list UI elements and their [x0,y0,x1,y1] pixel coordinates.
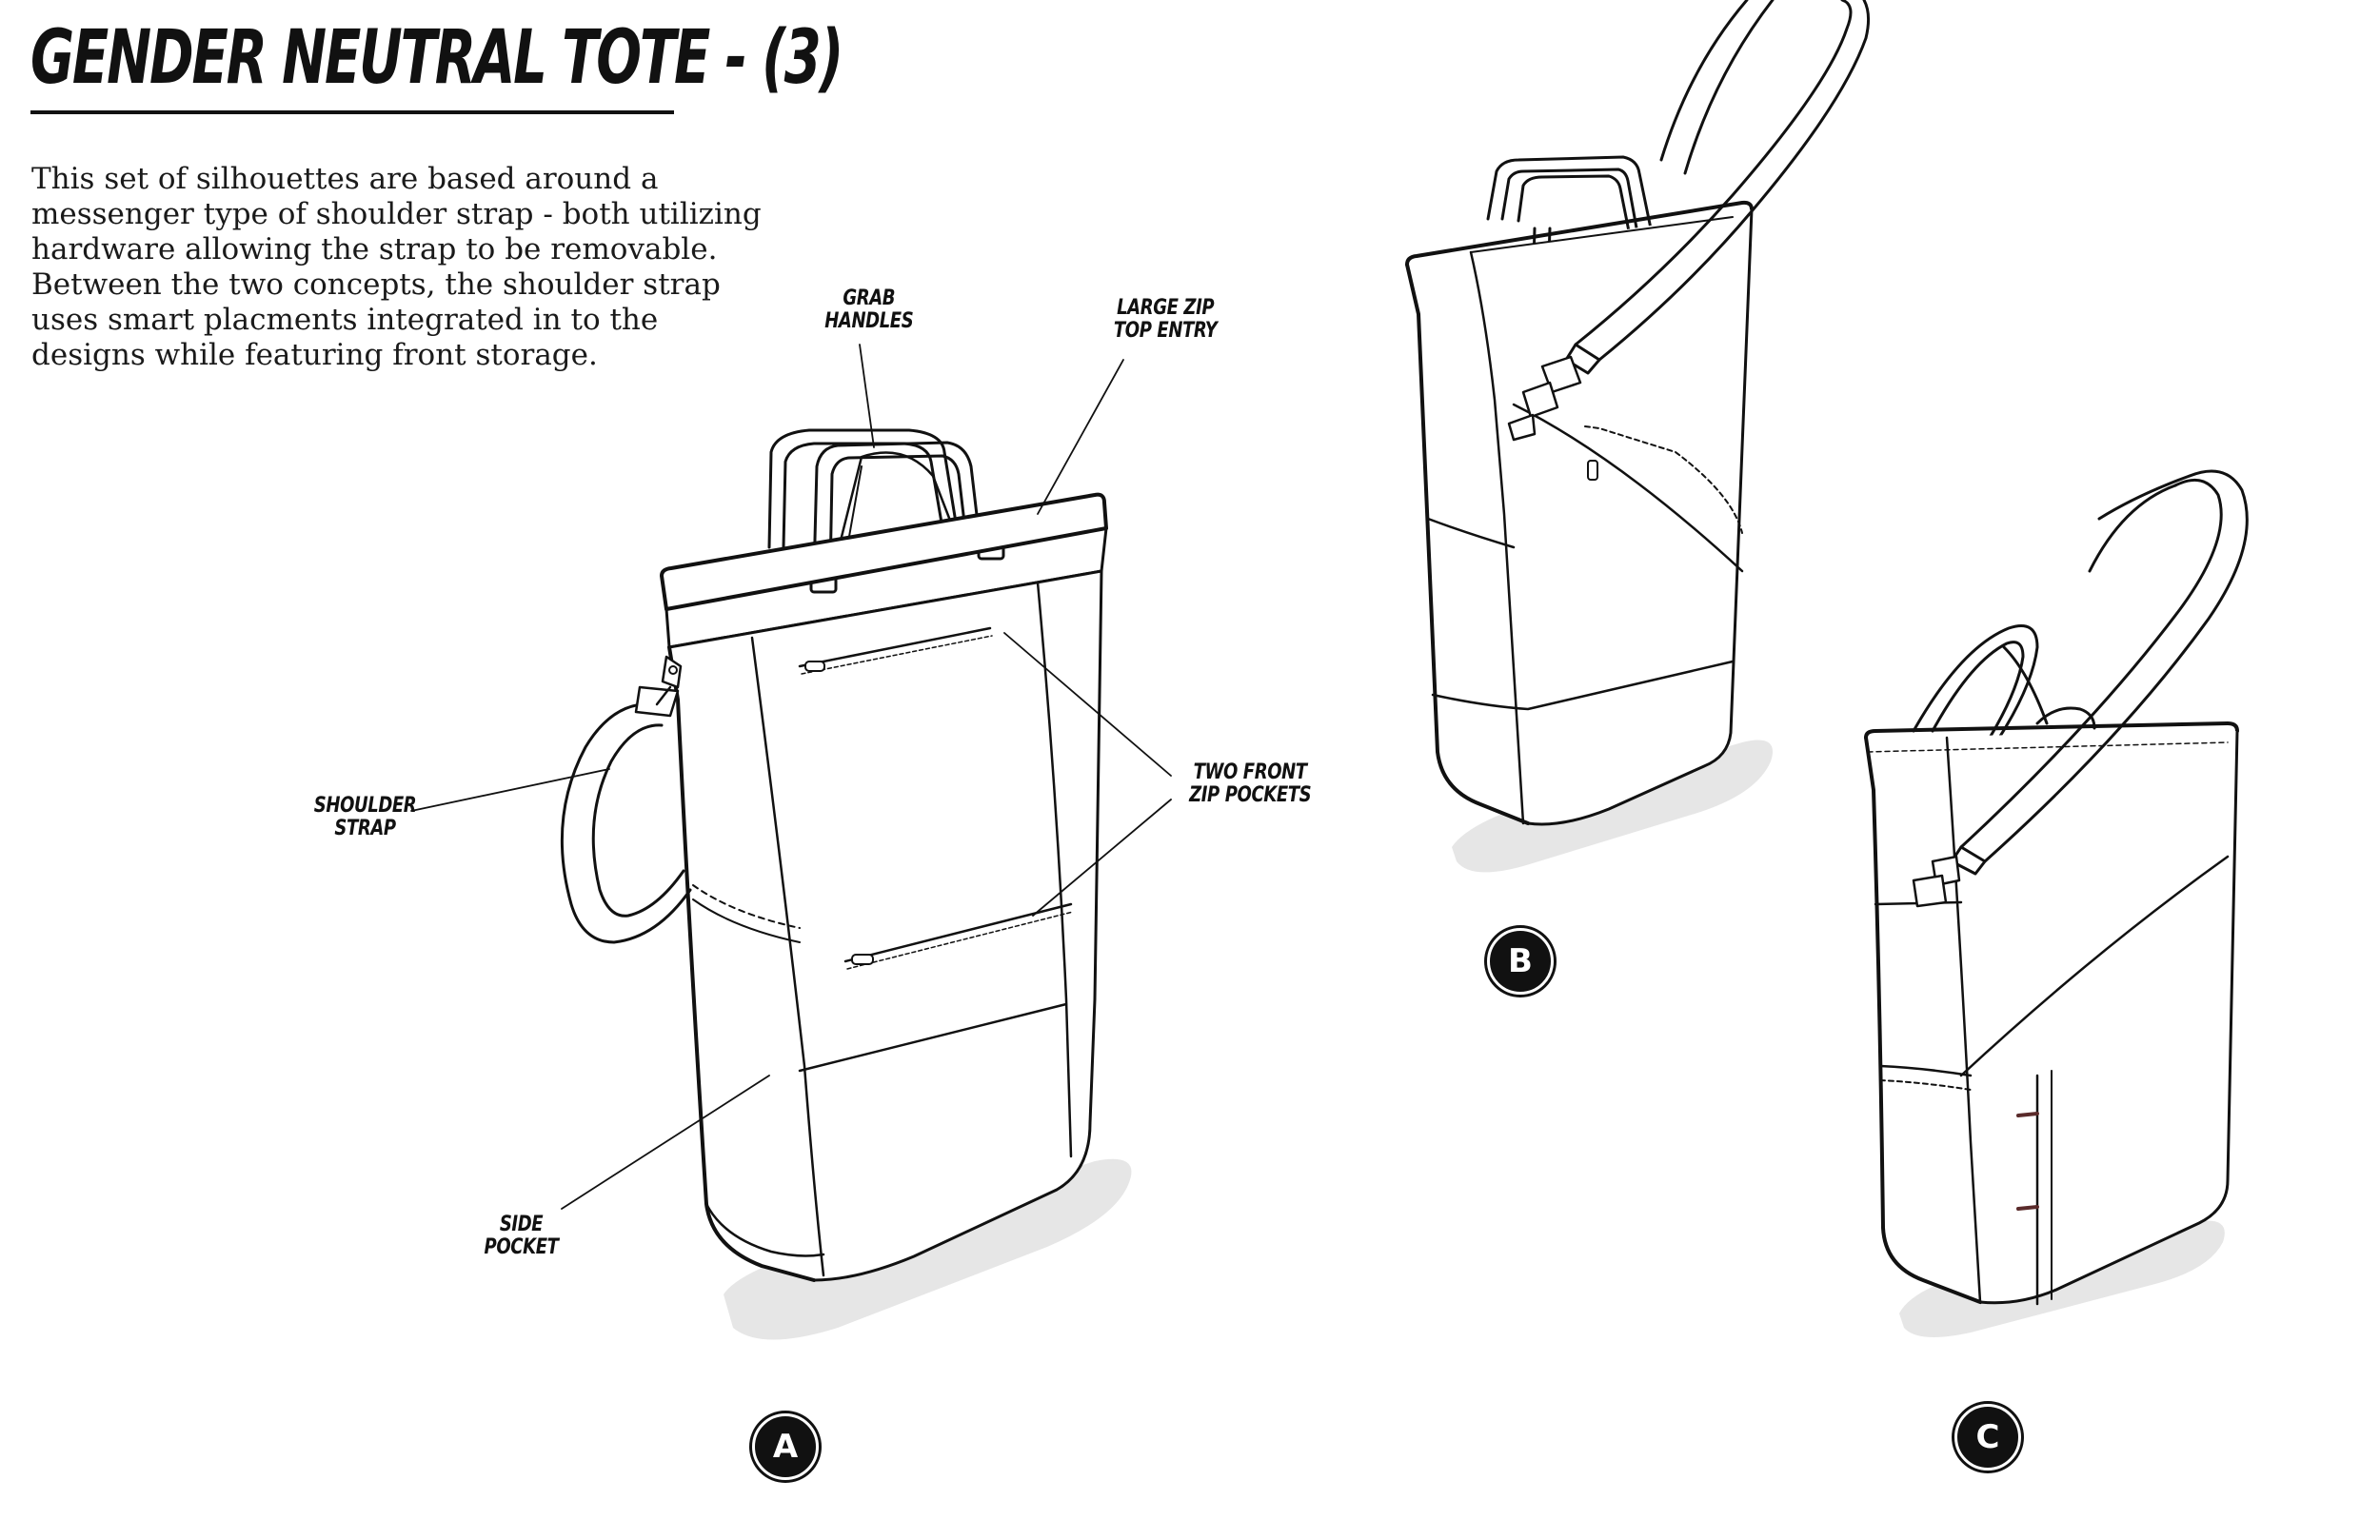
title-underline [30,110,674,114]
callout-line: ZIP POCKETS [1189,783,1312,807]
tote-c-shoulder-strap [1959,478,2223,849]
intro-line: Between the two concepts, the shoulder s… [31,267,721,302]
tote-a-zip-top [798,626,992,668]
callout-side-pocket: SIDE POCKET [485,1214,559,1259]
callout-line: TOP ENTRY [1113,319,1218,343]
large-zip-leader [1037,359,1124,515]
two-front-leader-bottom [1032,799,1172,917]
tote-c-handles [1912,624,2039,740]
callout-line: POCKET [484,1235,559,1259]
tote-b-front-pocket [1512,403,1744,573]
side-pocket-leader [561,1075,770,1210]
tote-a-top-band [660,492,1108,611]
tote-b-handles [1486,155,1654,235]
callout-line: TWO FRONT [1193,760,1308,784]
tote-a-zip-bottom [843,902,1073,963]
tote-a-back-handle [767,428,959,549]
tote-b-illustration [1405,0,1871,873]
badge-a: A [752,1413,819,1480]
intro-line: This set of silhouettes are based around… [31,162,659,196]
intro-line: messenger type of shoulder strap - both … [31,197,762,231]
tote-a-shoulder-strap [560,702,692,944]
tote-a-illustration [560,428,1132,1340]
intro-line: hardware allowing the strap to be remova… [31,232,718,267]
page-title: GENDER NEUTRAL TOTE - (3) [30,15,843,101]
callout-line: LARGE ZIP [1117,296,1215,320]
tote-a-side-pocket [692,884,801,929]
tote-a-body [667,569,1103,1282]
badge-c: C [1954,1404,2021,1471]
callout-shoulder-strap: SHOULDER STRAP [313,794,417,840]
intro-line: uses smart placments integrated in to th… [31,303,659,337]
callout-two-front: TWO FRONT ZIP POCKETS [1189,760,1312,807]
callout-grab-handles: GRAB HANDLES [824,287,913,333]
tote-a-inner-lining [836,451,954,554]
shoulder-strap-leader [410,768,610,812]
badge-b: B [1487,928,1554,995]
tote-a-front-handle [812,441,982,578]
tote-c-illustration [1864,469,2249,1337]
callout-line: GRAB [843,286,896,310]
tote-b-body [1405,207,1754,826]
intro-line: designs while featuring front storage. [31,338,598,372]
callout-line: SHOULDER [313,794,417,818]
tote-b-shoulder-strap [1574,0,1853,346]
callout-line: SIDE [499,1213,544,1236]
callout-line: STRAP [334,817,396,840]
intro-text: This set of silhouettes are based around… [31,162,762,373]
grab-handles-leader [859,344,875,448]
callout-leaders [410,344,1172,1210]
two-front-leader-top [1003,632,1172,777]
callout-large-zip: LARGE ZIP TOP ENTRY [1113,296,1218,343]
callout-line: HANDLES [824,309,914,333]
